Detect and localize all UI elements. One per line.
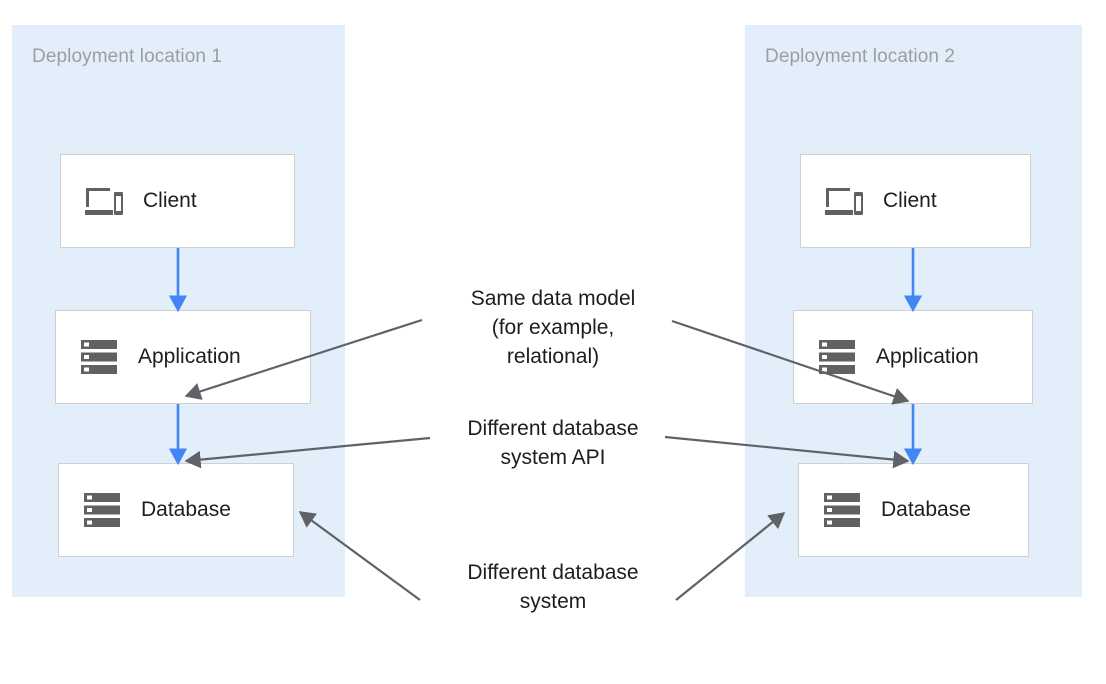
node-database-1[interactable]: Database — [58, 463, 294, 557]
annotation-different-database-system-label: Different database system — [467, 561, 639, 613]
node-client-2[interactable]: Client — [800, 154, 1031, 248]
devices-icon — [823, 180, 865, 222]
node-client-2-label: Client — [883, 189, 937, 212]
server-icon — [821, 489, 863, 531]
server-icon — [78, 336, 120, 378]
node-application-2-label: Application — [876, 345, 979, 368]
node-database-2[interactable]: Database — [798, 463, 1029, 557]
server-icon — [81, 489, 123, 531]
zone-2-title: Deployment location 2 — [765, 46, 956, 67]
node-application-1[interactable]: Application — [55, 310, 311, 404]
node-application-1-label: Application — [138, 345, 241, 368]
server-icon — [816, 336, 858, 378]
annotation-different-database-system-api-label: Different database system API — [467, 417, 639, 469]
node-database-2-label: Database — [881, 498, 971, 521]
node-client-1[interactable]: Client — [60, 154, 295, 248]
annotation-same-data-model-label: Same data model (for example, relational… — [470, 287, 636, 368]
zone-1-title: Deployment location 1 — [32, 46, 223, 67]
node-client-1-label: Client — [143, 189, 197, 212]
node-application-2[interactable]: Application — [793, 310, 1033, 404]
devices-icon — [83, 180, 125, 222]
node-database-1-label: Database — [141, 498, 231, 521]
